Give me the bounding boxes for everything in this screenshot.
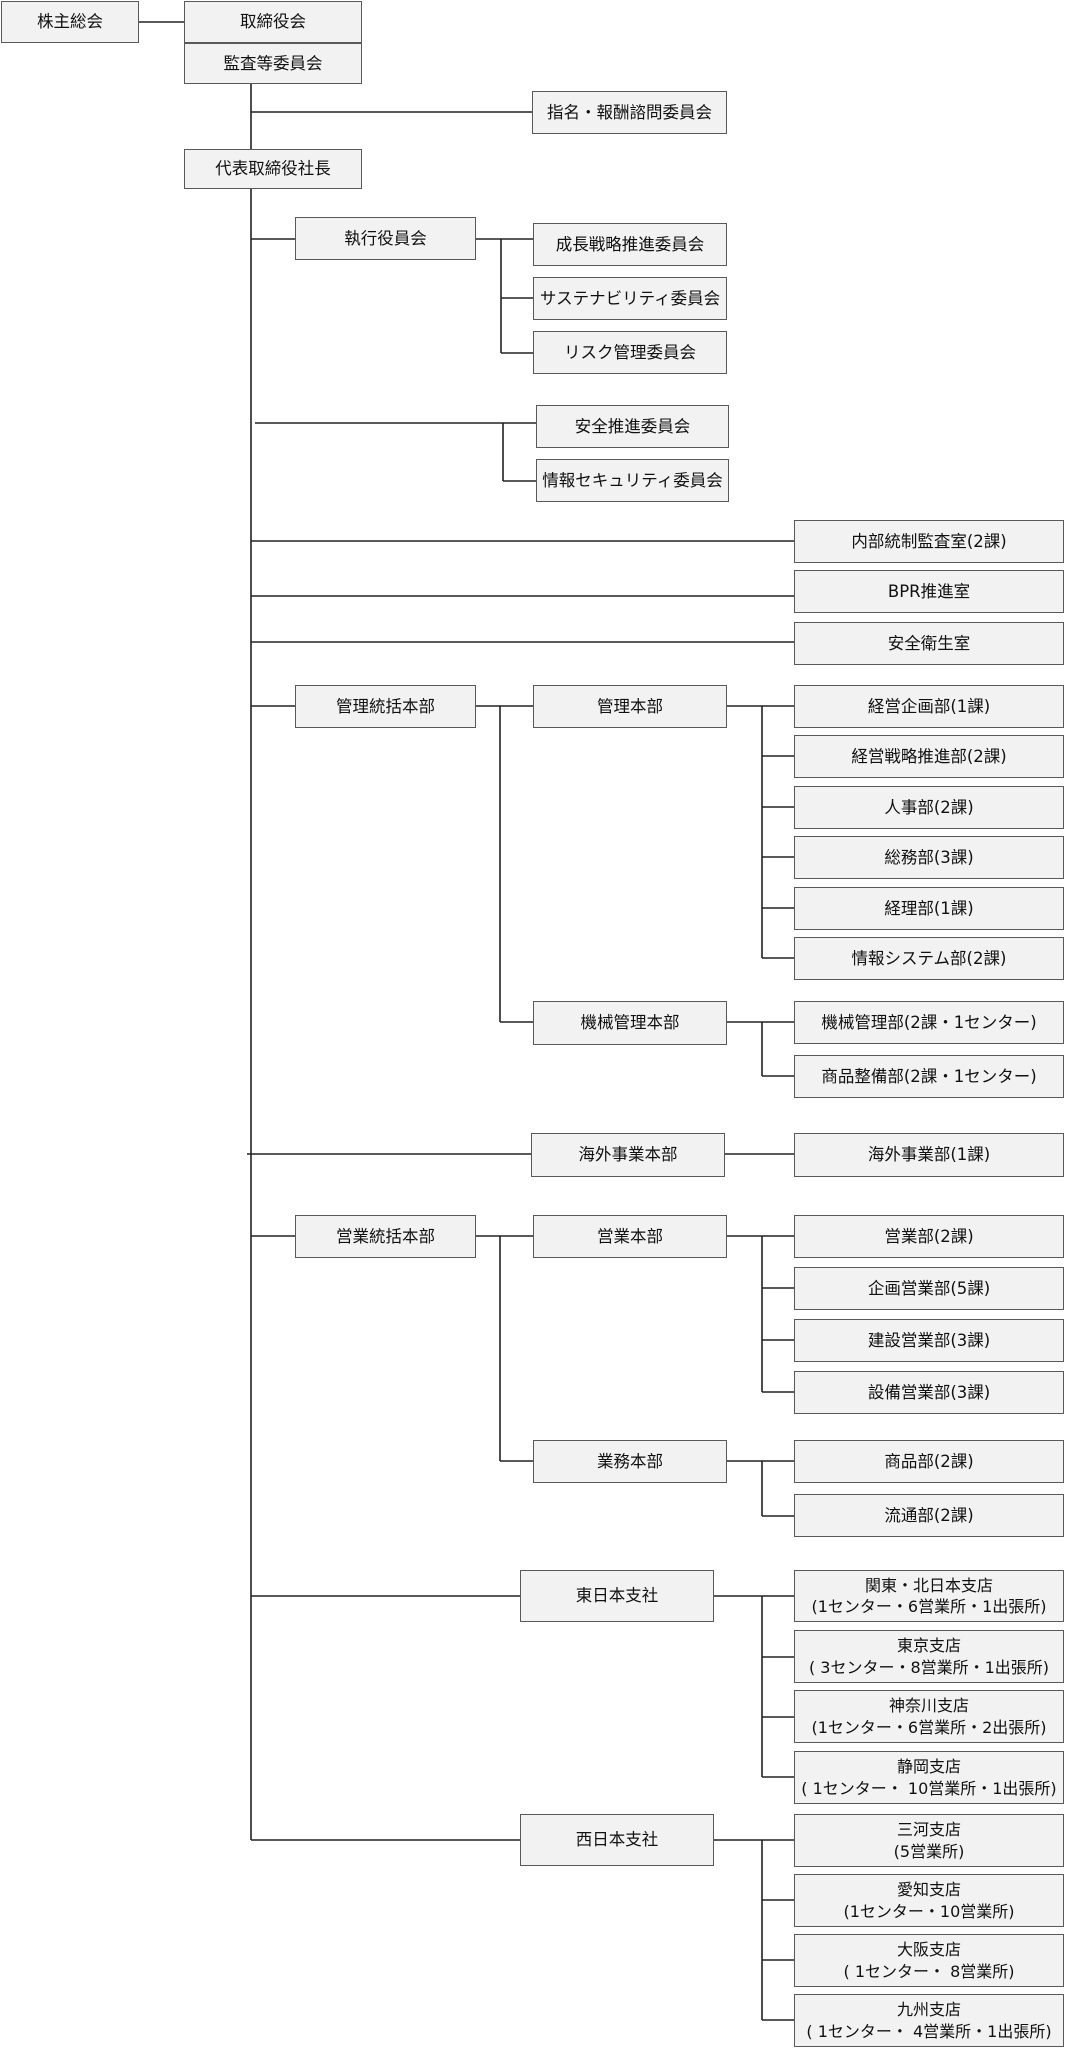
sustainability-committee-box: サステナビリティ委員会 [533,277,727,320]
nomination-committee-box: 指名・報酬諮問委員会 [532,91,727,134]
shareholders-meeting-box: 株主総会 [1,1,139,43]
accounting-box: 経理部(1課) [794,887,1064,930]
construction-sales-dept-box: 建設営業部(3課) [794,1319,1064,1362]
distribution-dept-box: 流通部(2課) [794,1494,1064,1537]
sales-dept-box: 営業部(2課) [794,1215,1064,1258]
shizuoka-branch-box: 静岡支店 ( 1センター・ 10営業所・1出張所) [794,1751,1064,1804]
info-security-committee-box: 情報セキュリティ委員会 [536,459,729,502]
president-box: 代表取締役社長 [184,149,362,189]
east-japan-branch-box: 東日本支社 [520,1570,714,1622]
management-strategy-box: 経営戦略推進部(2課) [794,735,1064,778]
mikawa-branch-box: 三河支店 (5営業所) [794,1814,1064,1867]
general-affairs-box: 総務部(3課) [794,836,1064,879]
corporate-planning-box: 経営企画部(1課) [794,685,1064,728]
board-of-directors-box: 取締役会 [184,1,362,43]
safety-health-office-box: 安全衛生室 [794,622,1064,665]
info-systems-box: 情報システム部(2課) [794,937,1064,980]
west-japan-branch-box: 西日本支社 [520,1814,714,1866]
machinery-admin-hq-box: 機械管理本部 [533,1001,727,1045]
aichi-branch-box: 愛知支店 (1センター・10営業所) [794,1874,1064,1927]
kanto-kitanihon-branch-box: 関東・北日本支店 (1センター・6営業所・1出張所) [794,1570,1064,1622]
bpr-office-box: BPR推進室 [794,570,1064,613]
kyushu-branch-box: 九州支店 ( 1センター・ 4営業所・1出張所) [794,1994,1064,2047]
audit-committee-box: 監査等委員会 [184,43,362,84]
planning-sales-dept-box: 企画営業部(5課) [794,1267,1064,1310]
risk-management-committee-box: リスク管理委員会 [533,331,727,374]
overseas-dept-box: 海外事業部(1課) [794,1133,1064,1177]
tokyo-branch-box: 東京支店 ( 3センター・8営業所・1出張所) [794,1630,1064,1683]
kanagawa-branch-box: 神奈川支店 (1センター・6営業所・2出張所) [794,1690,1064,1743]
hr-box: 人事部(2課) [794,786,1064,829]
product-maintenance-dept-box: 商品整備部(2課・1センター) [794,1055,1064,1098]
sales-hq-box: 営業本部 [533,1215,727,1258]
safety-promotion-committee-box: 安全推進委員会 [536,405,729,448]
executive-committee-box: 執行役員会 [295,217,476,260]
machinery-admin-dept-box: 機械管理部(2課・1センター) [794,1001,1064,1044]
overseas-hq-box: 海外事業本部 [531,1133,725,1177]
equipment-sales-dept-box: 設備営業部(3課) [794,1371,1064,1414]
growth-strategy-committee-box: 成長戦略推進委員会 [533,223,727,266]
admin-hq-box: 管理本部 [533,685,727,728]
admin-general-hq-box: 管理統括本部 [295,685,476,728]
sales-general-hq-box: 営業統括本部 [295,1215,476,1258]
osaka-branch-box: 大阪支店 ( 1センター・ 8営業所) [794,1934,1064,1987]
internal-control-audit-box: 内部統制監査室(2課) [794,520,1064,563]
operations-hq-box: 業務本部 [533,1440,727,1483]
products-dept-box: 商品部(2課) [794,1440,1064,1483]
